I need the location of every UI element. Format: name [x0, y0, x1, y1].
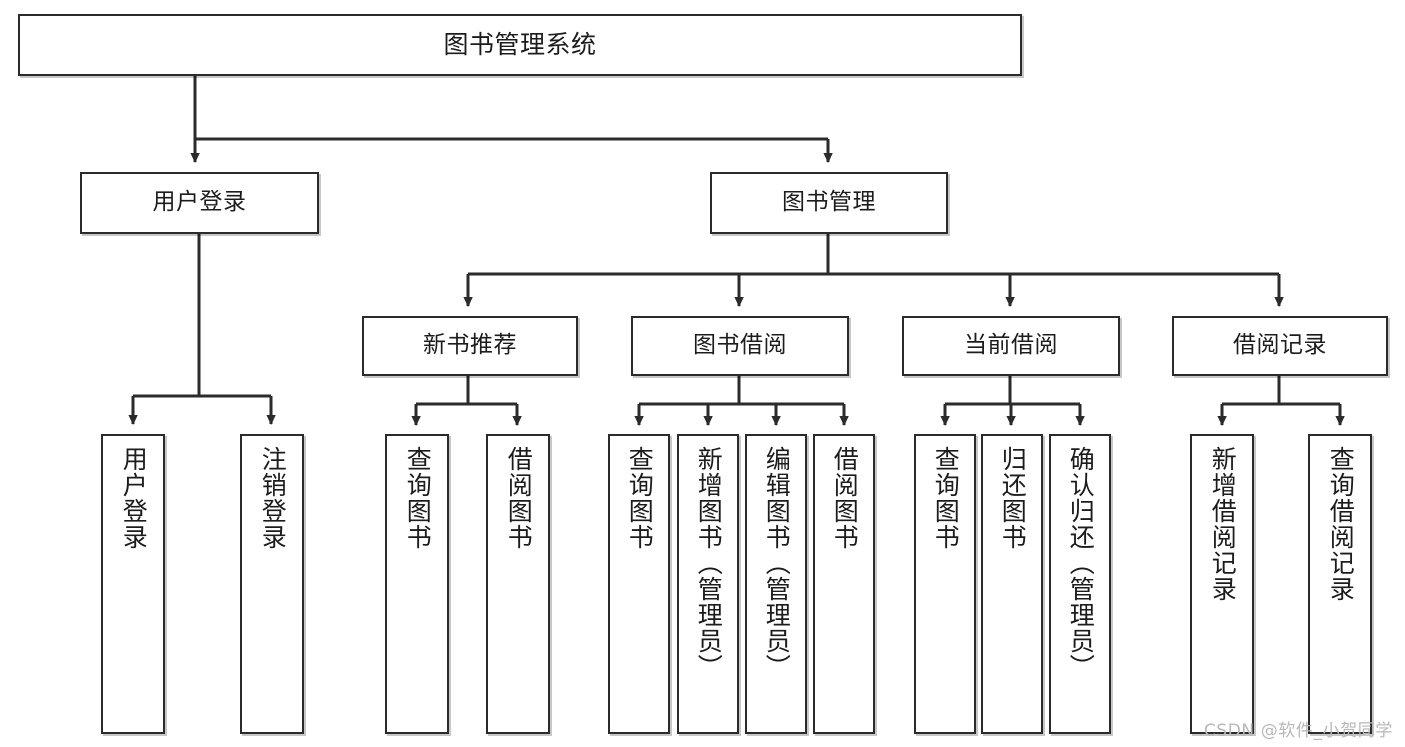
- node-label: 图书管理: [782, 189, 876, 216]
- node-label: 编辑图书（管理员）: [762, 446, 792, 680]
- node-label: 查询图书: [931, 446, 961, 550]
- node-label: 新书推荐: [423, 332, 517, 359]
- node-label: 用户登录: [152, 189, 247, 216]
- leaf-node-query-book-2[interactable]: 查询图书: [608, 434, 670, 734]
- node-label: 确认归还（管理员）: [1066, 446, 1096, 680]
- node-book-manage[interactable]: 图书管理: [710, 172, 948, 234]
- node-book-borrow[interactable]: 图书借阅: [631, 316, 849, 376]
- node-borrow-record[interactable]: 借阅记录: [1172, 316, 1388, 376]
- leaf-node-query-book-3[interactable]: 查询图书: [914, 434, 976, 734]
- node-label: 归还图书: [998, 446, 1028, 550]
- leaf-node-logout[interactable]: 注销登录: [240, 434, 304, 734]
- node-label: 当前借阅: [964, 332, 1058, 359]
- node-label: 借阅图书: [504, 446, 534, 550]
- node-label: 查询图书: [403, 446, 433, 550]
- node-label: 新增借阅记录: [1208, 446, 1238, 602]
- node-label: 查询借阅记录: [1326, 446, 1356, 602]
- watermark-text: CSDN @软件_小贺同学: [1203, 721, 1393, 741]
- leaf-node-add-record[interactable]: 新增借阅记录: [1190, 434, 1254, 734]
- node-label: 图书管理系统: [443, 30, 597, 59]
- node-label: 用户登录: [119, 446, 149, 550]
- node-label: 借阅图书: [830, 446, 860, 550]
- leaf-node-query-record[interactable]: 查询借阅记录: [1308, 434, 1372, 734]
- leaf-node-user-login[interactable]: 用户登录: [101, 434, 165, 734]
- leaf-node-query-book-1[interactable]: 查询图书: [385, 434, 449, 734]
- node-root-system[interactable]: 图书管理系统: [18, 14, 1022, 76]
- leaf-node-borrow-book-2[interactable]: 借阅图书: [813, 434, 875, 734]
- leaf-node-add-book[interactable]: 新增图书（管理员）: [677, 434, 739, 734]
- node-label: 借阅记录: [1233, 332, 1327, 359]
- node-label: 新增图书（管理员）: [694, 446, 724, 680]
- leaf-node-edit-book[interactable]: 编辑图书（管理员）: [745, 434, 807, 734]
- node-label: 注销登录: [258, 446, 288, 550]
- node-label: 图书借阅: [693, 332, 787, 359]
- node-current-borrow[interactable]: 当前借阅: [902, 316, 1120, 376]
- node-new-book-recommend[interactable]: 新书推荐: [362, 316, 578, 376]
- leaf-node-confirm-return[interactable]: 确认归还（管理员）: [1049, 434, 1111, 734]
- leaf-node-return-book[interactable]: 归还图书: [981, 434, 1043, 734]
- node-user-login[interactable]: 用户登录: [80, 172, 319, 234]
- node-label: 查询图书: [625, 446, 655, 550]
- leaf-node-borrow-book-1[interactable]: 借阅图书: [486, 434, 550, 734]
